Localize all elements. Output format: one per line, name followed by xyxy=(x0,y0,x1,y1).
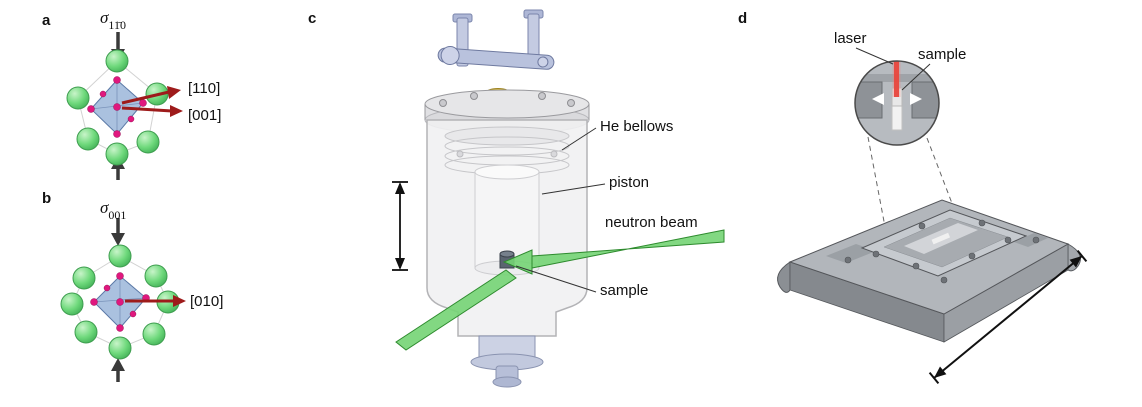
direction-arrow-110 xyxy=(121,86,181,105)
travel-dimension-arrow xyxy=(392,181,408,271)
panel-c: c He bellows piston neutron beam sample xyxy=(300,4,730,404)
label-he-bellows: He bellows xyxy=(600,118,674,135)
panel-label-c: c xyxy=(308,10,317,27)
direction-label-110: [110] xyxy=(188,80,221,97)
force-arrow-right xyxy=(910,93,922,105)
pressure-cell-graphic xyxy=(392,9,725,388)
leader-lines xyxy=(855,47,931,91)
label-neutron-beam: neutron beam xyxy=(605,214,698,231)
laser-stage-graphic xyxy=(777,47,1088,385)
sigma-subscript: 001 xyxy=(108,208,127,223)
label-piston: piston xyxy=(609,174,650,191)
panel-b: b σ001 [010] xyxy=(28,190,278,404)
panel-a: a σ11̄0 [110] [001] xyxy=(28,6,278,190)
crossbar xyxy=(437,46,555,70)
panel-label-d: d xyxy=(738,10,748,27)
sigma-subscript: 11̄0 xyxy=(108,18,126,33)
stage-device xyxy=(777,199,1081,343)
crystal-structure-b-graphic xyxy=(60,218,186,382)
panel-label-b: b xyxy=(42,190,52,207)
panel-label-a: a xyxy=(42,12,51,29)
label-laser: laser xyxy=(834,30,867,47)
green-atom-spheres xyxy=(60,244,180,360)
neutron-beam xyxy=(395,229,725,351)
direction-arrow-001 xyxy=(121,105,183,117)
direction-label-010: [010] xyxy=(190,293,224,310)
stress-label-sigma-001: σ001 xyxy=(100,198,127,223)
label-sample-c: sample xyxy=(600,282,649,299)
stress-arrow-up xyxy=(111,358,125,382)
direction-label-001: [001] xyxy=(188,107,222,124)
pink-ion-dots xyxy=(90,272,150,332)
pink-ion-dots xyxy=(87,76,147,138)
stress-label-sigma-110: σ11̄0 xyxy=(100,8,126,33)
panel-d: d laser sample xyxy=(726,4,1136,404)
scale-dimension-arrow xyxy=(928,249,1088,385)
force-arrow-left xyxy=(872,93,884,105)
bottom-assembly xyxy=(470,335,544,388)
crystal-structure-a-graphic xyxy=(66,32,183,180)
laser-beam xyxy=(894,61,899,97)
stress-arrow-down xyxy=(111,218,125,246)
inset-circle xyxy=(854,60,940,146)
sigma-symbol: σ xyxy=(100,198,109,217)
label-sample-d: sample xyxy=(918,46,967,63)
direction-arrow-010 xyxy=(125,295,186,307)
sigma-symbol: σ xyxy=(100,8,109,27)
leader-lines xyxy=(515,127,606,293)
